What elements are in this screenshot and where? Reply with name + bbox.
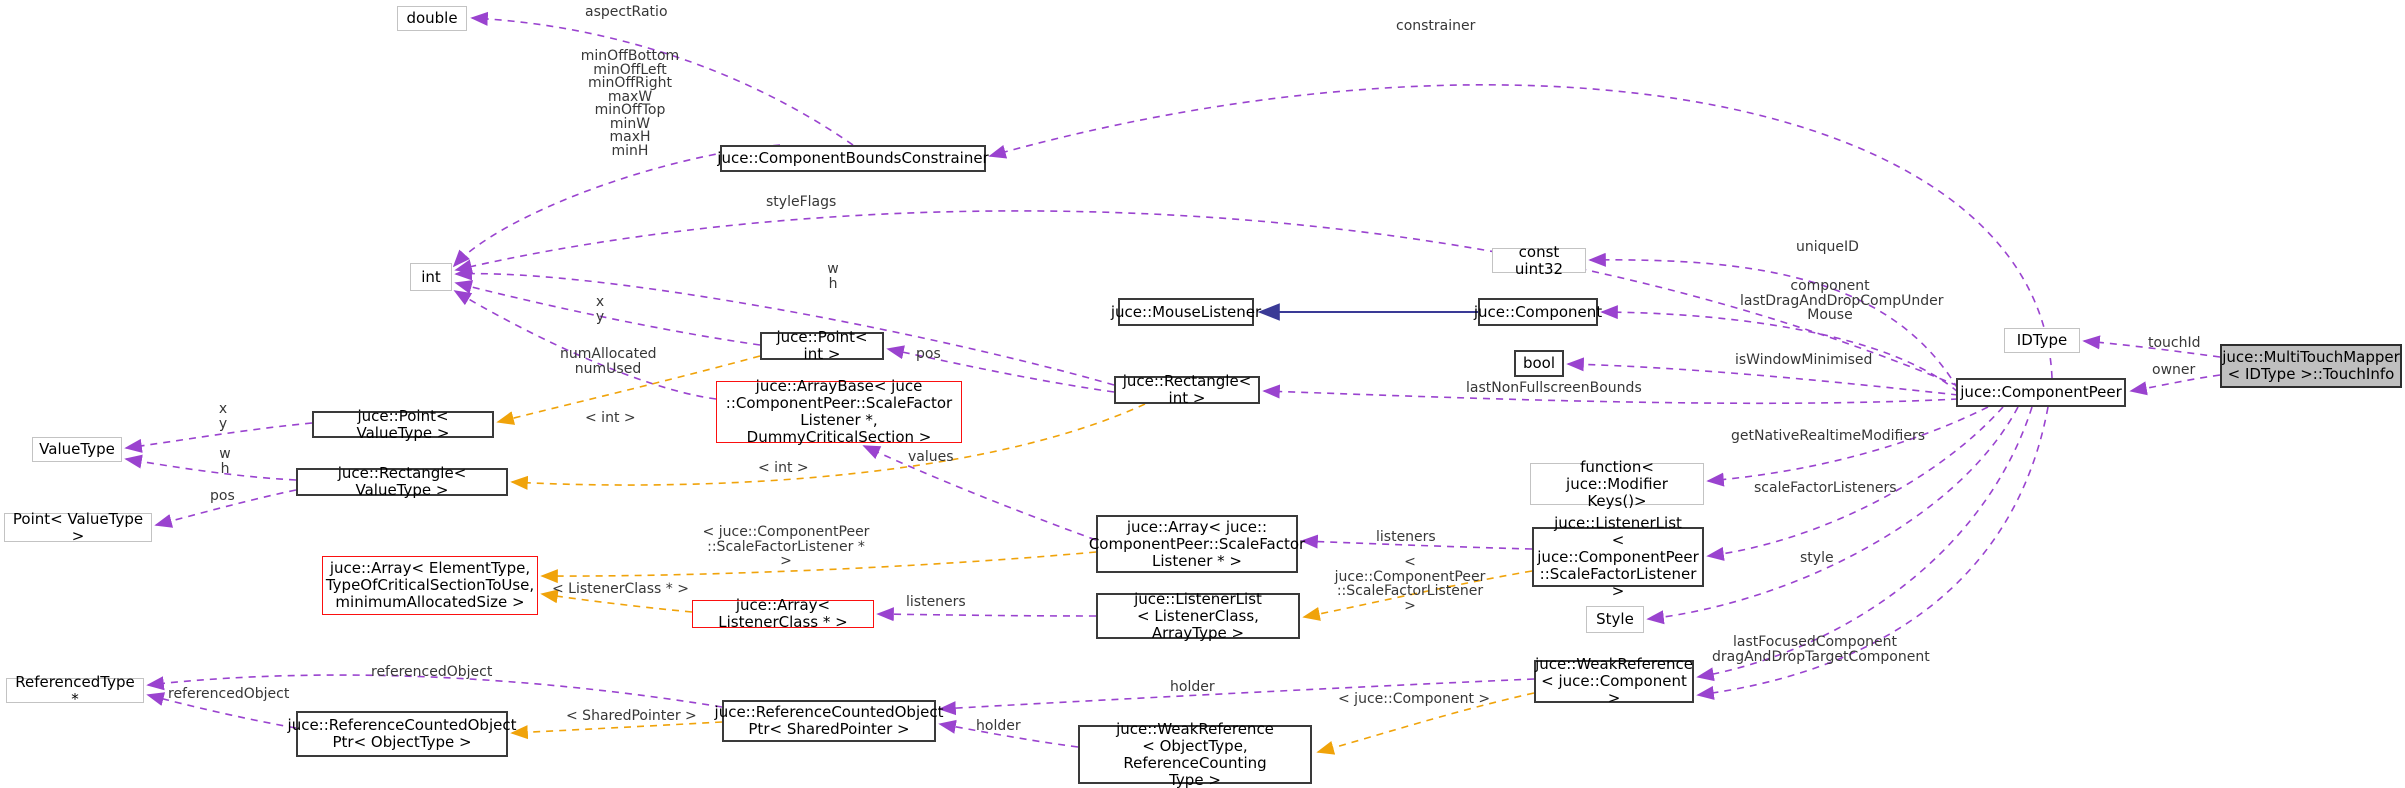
node-rectangle-valuetype[interactable]: juce::Rectangle< ValueType >	[296, 465, 508, 499]
edge-label-sfl-template: < juce::ComponentPeer ::ScaleFactorListe…	[1334, 554, 1486, 614]
edge-tmpl-array-listenerclass	[540, 589, 693, 613]
edge-min-offsets	[452, 144, 781, 268]
node-component-bounds-constrainer[interactable]: juce::ComponentBoundsConstrainer	[717, 145, 989, 172]
node-valuetype: ValueType	[32, 437, 122, 462]
edge-xy-int	[454, 280, 761, 346]
edge-touch-id	[2082, 335, 2221, 358]
edge-listeners-right	[1300, 534, 1533, 550]
node-component[interactable]: juce::Component	[1474, 298, 1602, 326]
edge-label-listeners-left: listeners	[906, 594, 966, 610]
edge-style-member	[1646, 406, 2019, 625]
edge-pos-valuetype	[154, 489, 297, 528]
edge-tmpl-array-sfl	[540, 551, 1097, 584]
node-component-peer[interactable]: juce::ComponentPeer	[1956, 378, 2126, 407]
edge-tmpl-weakref	[1316, 692, 1535, 755]
edge-pos-point-int	[886, 345, 1115, 393]
node-idtype: IDType	[2004, 328, 2080, 353]
edge-is-window-minimised	[1566, 357, 1959, 396]
edge-label-int-template-upper: < int >	[585, 410, 636, 426]
node-referencedtype: ReferencedType *	[6, 673, 144, 707]
edge-label-get-native-modifiers: getNativeRealtimeModifiers	[1731, 428, 1926, 444]
edge-label-min-offsets: minOffBottom minOffLeft minOffRight maxW…	[580, 48, 680, 159]
edge-label-referenced-object-upper: referencedObject	[371, 664, 493, 680]
edge-label-wh-left: w h	[219, 446, 231, 477]
edge-label-int-template-lower: < int >	[758, 460, 809, 476]
edge-constrainer	[988, 84, 2053, 379]
edge-aspect-ratio	[470, 11, 854, 146]
edge-drag-drop-target	[1696, 406, 2049, 700]
edge-get-native-modifiers	[1706, 406, 1989, 487]
edge-wh-valuetype	[124, 454, 297, 481]
edge-label-style: style	[1800, 550, 1834, 566]
node-bool[interactable]: bool	[1514, 350, 1564, 377]
edge-tmpl-point-int	[496, 355, 761, 425]
node-array-elementtype[interactable]: juce::Array< ElementType, TypeOfCritical…	[322, 556, 538, 615]
edge-referenced-object-upper	[146, 674, 723, 708]
edge-label-last-focused: lastFocusedComponent dragAndDropTargetCo…	[1712, 634, 1930, 665]
node-weakreference-component[interactable]: juce::WeakReference < juce::Component >	[1534, 655, 1694, 707]
node-array-listenerclass[interactable]: juce::Array< ListenerClass * >	[692, 597, 874, 631]
edge-tmpl-rect-int	[510, 403, 1146, 490]
edge-label-unique-id: uniqueID	[1796, 239, 1859, 255]
edge-label-scale-factor-listeners: scaleFactorListeners	[1754, 480, 1897, 496]
node-array-scalefactorlistener[interactable]: juce::Array< juce:: ComponentPeer::Scale…	[1089, 515, 1305, 573]
edge-label-listenerclass-star: < ListenerClass * >	[552, 581, 689, 597]
edge-label-pos-mid: pos	[916, 346, 941, 362]
edge-label-values: values	[908, 449, 954, 465]
node-rectangle-int[interactable]: juce::Rectangle< int >	[1114, 373, 1260, 407]
node-refcountedptr-objecttype[interactable]: juce::ReferenceCountedObject Ptr< Object…	[288, 711, 516, 757]
edge-label-pos-left: pos	[210, 488, 235, 504]
edge-label-last-non-fullscreen: lastNonFullscreenBounds	[1466, 380, 1642, 396]
node-style: Style	[1586, 606, 1644, 633]
edge-label-sfl-star-template: < juce::ComponentPeer ::ScaleFactorListe…	[702, 524, 870, 569]
edge-label-touch-id: touchId	[2148, 335, 2201, 351]
node-arraybase[interactable]: juce::ArrayBase< juce ::ComponentPeer::S…	[716, 378, 962, 446]
edge-label-wh-right: w h	[827, 261, 839, 292]
node-function-modifierkeys: function< juce::Modifier Keys()>	[1530, 458, 1704, 509]
edge-listeners-left	[876, 607, 1097, 622]
edge-last-non-fullscreen	[1262, 384, 1959, 405]
edge-label-aspect-ratio: aspectRatio	[585, 4, 668, 20]
edge-holder-lower	[938, 719, 1079, 748]
edge-num-allocated	[453, 290, 717, 400]
edge-label-num-allocated: numAllocated numUsed	[560, 346, 657, 377]
edge-component-member	[1600, 305, 1959, 393]
edge-label-holder-upper: holder	[1170, 679, 1215, 695]
node-const-uint32: const uint32	[1492, 243, 1586, 277]
edge-label-component-template: < juce::Component >	[1338, 691, 1491, 707]
edge-label-component-member: component lastDragAndDropCompUnder Mouse	[1740, 278, 1944, 323]
node-mouse-listener[interactable]: juce::MouseListener	[1111, 298, 1261, 326]
edge-label-xy-right: x y	[595, 294, 605, 325]
edge-label-holder-lower: holder	[976, 718, 1021, 734]
edge-label-referenced-object-lower: referencedObject	[168, 686, 290, 702]
edge-label-listeners-right: listeners	[1376, 529, 1436, 545]
node-weakreference-objecttype[interactable]: juce::WeakReference < ObjectType, Refere…	[1078, 720, 1312, 788]
node-listenerlist-scalefactorlistener[interactable]: juce::ListenerList < juce::ComponentPeer…	[1532, 514, 1704, 599]
node-int: int	[410, 263, 452, 291]
edge-owner	[2129, 374, 2221, 396]
edge-label-xy-left: x y	[218, 401, 228, 432]
edge-last-focused	[1696, 406, 2033, 682]
node-point-valuetype-plain: Point< ValueType >	[4, 510, 152, 544]
edge-holder-upper	[938, 678, 1535, 716]
node-refcountedptr-sharedpointer[interactable]: juce::ReferenceCountedObject Ptr< Shared…	[715, 700, 943, 742]
node-point-valuetype[interactable]: juce::Point< ValueType >	[312, 407, 494, 441]
edge-label-is-window-minimised: isWindowMinimised	[1735, 352, 1873, 368]
edge-scale-factor-listeners	[1706, 406, 2004, 561]
edge-style-flags	[454, 210, 1959, 387]
edge-label-constrainer: constrainer	[1396, 18, 1476, 34]
edge-label-owner: owner	[2152, 362, 2196, 378]
edge-tmpl-ptr	[510, 721, 723, 740]
edge-values	[862, 445, 1097, 541]
node-multi-touch-mapper-touchinfo: juce::MultiTouchMapper < IDType >::Touch…	[2220, 344, 2402, 388]
node-listenerlist-generic[interactable]: juce::ListenerList < ListenerClass, Arra…	[1096, 590, 1300, 641]
node-double: double	[397, 6, 467, 31]
edge-label-sharedpointer-template: < SharedPointer >	[566, 708, 697, 724]
edge-referenced-object-lower	[146, 692, 297, 729]
node-point-int[interactable]: juce::Point< int >	[760, 329, 884, 363]
edge-label-style-flags: styleFlags	[766, 194, 837, 210]
